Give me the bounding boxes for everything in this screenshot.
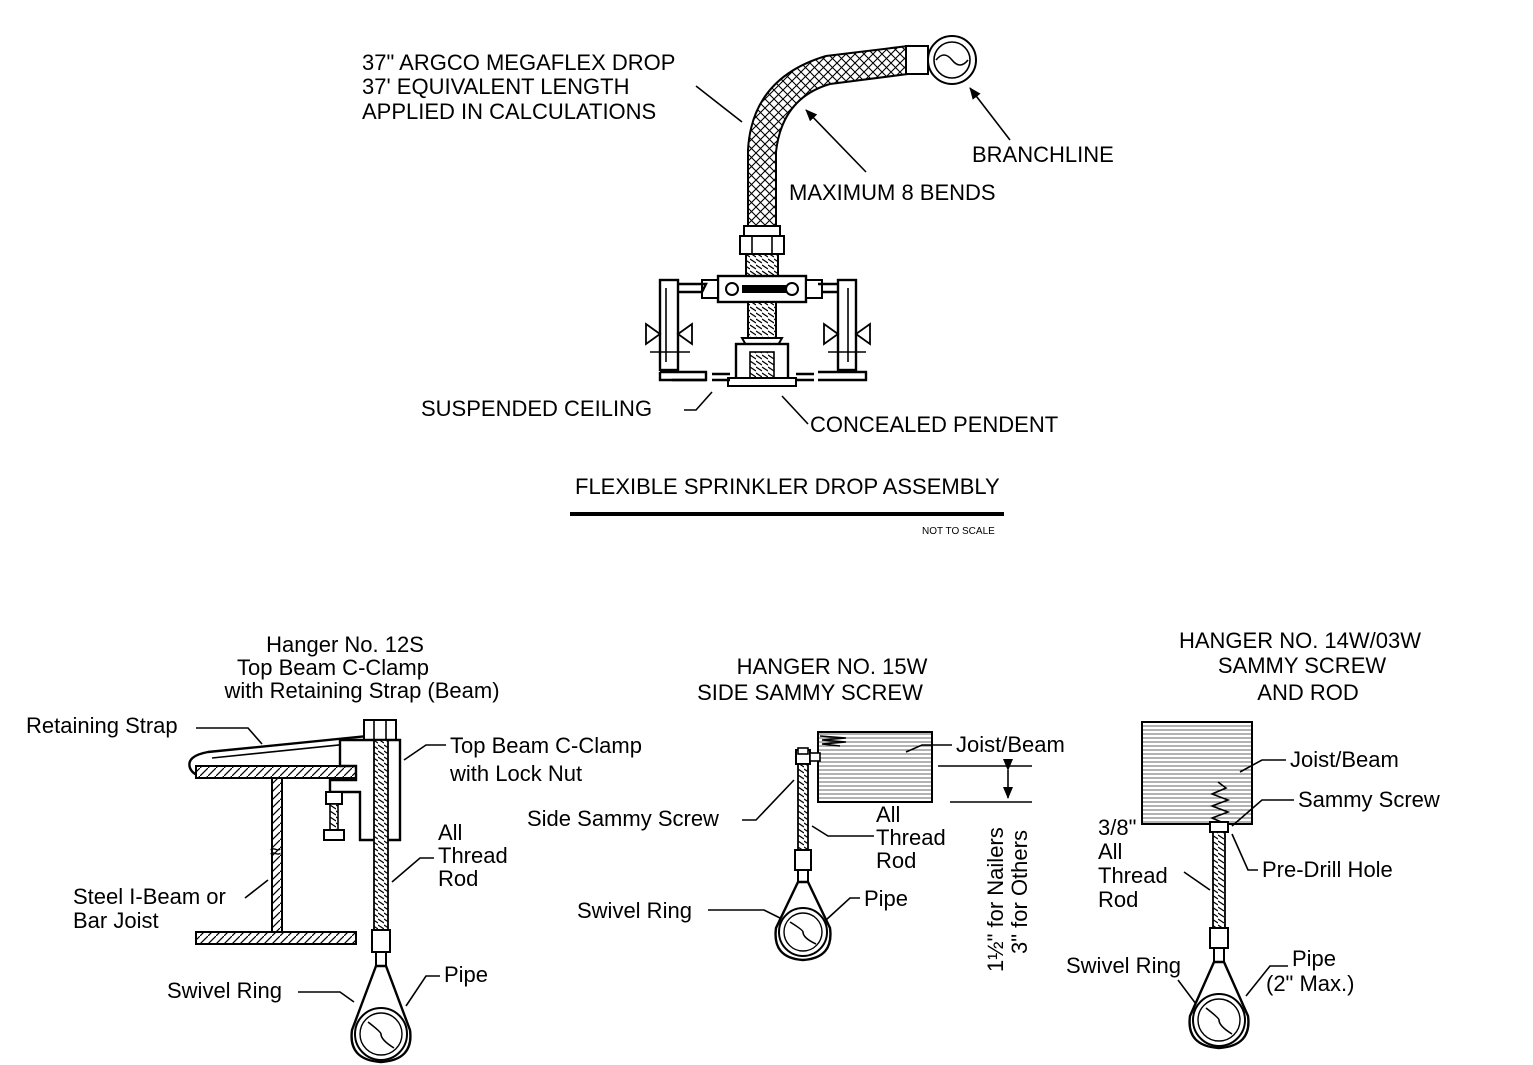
h15w-screw-tip	[819, 735, 847, 747]
h12s-title-1: Hanger No. 12S	[266, 632, 424, 657]
h15w-title-1: HANGER NO. 15W	[737, 654, 928, 679]
h14w-pipe-leader	[1245, 965, 1288, 997]
h12s-rod	[373, 739, 389, 931]
scale-note: NOT TO SCALE	[922, 526, 995, 537]
h12s-rod-leader	[391, 857, 434, 883]
h15w-dim-label-2: 3" for Others	[1007, 830, 1032, 954]
h15w-joist-label: Joist/Beam	[956, 732, 1065, 757]
ceiling-tile-right	[818, 370, 868, 382]
h14w-rod-label-1: 3/8"	[1098, 815, 1136, 840]
flexible-drop-assembly: 37" ARGCO MEGAFLEX DROP 37' EQUIVALENT L…	[362, 35, 1114, 537]
h15w-rod-label-2: Thread	[876, 825, 946, 850]
h14w-hole-leader	[1231, 833, 1258, 871]
concealed-pendent-label: CONCEALED PENDENT	[810, 412, 1058, 437]
h15w-rod	[797, 763, 809, 851]
branchline-label: BRANCHLINE	[972, 142, 1114, 167]
drop-callout-line-3: APPLIED IN CALCULATIONS	[362, 99, 656, 124]
h14w-title-3: AND ROD	[1257, 680, 1358, 705]
h14w-joist-label: Joist/Beam	[1290, 747, 1399, 772]
h14w-rod	[1212, 831, 1226, 929]
bends-leader	[805, 109, 867, 173]
branch-fitting	[905, 45, 929, 75]
h15w-dim-label-1: 1½" for Nailers	[983, 827, 1008, 972]
h15w-rod-label-1: All	[876, 802, 900, 827]
suspended-ceiling-label: SUSPENDED CEILING	[421, 396, 652, 421]
hose-collar	[743, 225, 781, 237]
h14w-screw-thread	[1209, 781, 1231, 825]
h12s-beam-label-2: Bar Joist	[73, 908, 159, 933]
h15w-screw-label: Side Sammy Screw	[527, 806, 719, 831]
h12s-break-mark: ≈	[270, 841, 281, 863]
drop-callout-line-1: 37" ARGCO MEGAFLEX DROP	[362, 50, 675, 75]
h12s-rod-label-3: Rod	[438, 866, 478, 891]
h12s-title-2: Top Beam C-Clamp	[237, 655, 429, 680]
drop-callout-line-2: 37' EQUIVALENT LENGTH	[362, 74, 629, 99]
bracket-slot	[742, 285, 786, 293]
drop-title: FLEXIBLE SPRINKLER DROP ASSEMBLY	[575, 474, 1000, 499]
h12s-clamp-label-2: with Lock Nut	[449, 761, 582, 786]
h12s-pipe-label: Pipe	[444, 962, 488, 987]
drop-callout-leader	[695, 85, 743, 123]
right-ceiling-clip	[836, 278, 858, 372]
branchline-break-mark	[935, 54, 969, 66]
h14w-joist	[1141, 721, 1253, 825]
h15w-swivel-label: Swivel Ring	[577, 898, 692, 923]
drop-nipple	[747, 301, 777, 339]
h15w-swivel-leader	[708, 909, 781, 919]
h12s-beam-leader	[244, 879, 269, 899]
h12s-lock-nut	[363, 719, 397, 741]
h14w-swivel-leader	[1177, 979, 1197, 1005]
h14w-title-2: SAMMY SCREW	[1218, 653, 1387, 678]
h15w-pipe-leader	[825, 897, 860, 921]
h12s-beam-label-1: Steel I-Beam or	[73, 884, 226, 909]
h15w-joist-leader	[905, 744, 952, 753]
pendent-leader	[781, 395, 809, 425]
h12s-swivel-label: Swivel Ring	[167, 978, 282, 1003]
h14w-screw-head	[1209, 821, 1229, 833]
h14w-screw-label: Sammy Screw	[1298, 787, 1440, 812]
h14w-rod-label-4: Rod	[1098, 887, 1138, 912]
h14w-swivel-label: Swivel Ring	[1066, 953, 1181, 978]
h12s-clamp-label-1: Top Beam C-Clamp	[450, 733, 642, 758]
h12s-pipe-leader	[405, 975, 440, 1007]
h15w-rod-label-3: Rod	[876, 848, 916, 873]
h12s-top-flange	[195, 765, 361, 779]
h15w-screw-leader	[742, 779, 795, 821]
hanger-14w: HANGER NO. 14W/03W SAMMY SCREW AND ROD J…	[1066, 628, 1440, 1050]
hanger-12s: Hanger No. 12S Top Beam C-Clamp with Ret…	[26, 632, 642, 1064]
h12s-bottom-flange	[195, 931, 357, 945]
h12s-strap-leader	[196, 727, 263, 745]
h15w-pipe-label: Pipe	[864, 886, 908, 911]
h12s-strap-label: Retaining Strap	[26, 713, 178, 738]
h12s-swivel-leader	[298, 991, 355, 1003]
h15w-title-2: SIDE SAMMY SCREW	[697, 680, 923, 705]
h14w-rod-label-2: All	[1098, 839, 1122, 864]
h14w-pipe-label-1: Pipe	[1292, 946, 1336, 971]
hanger-15w: HANGER NO. 15W SIDE SAMMY SCREW Joist/Be…	[527, 654, 1065, 972]
h14w-rod-leader	[1183, 871, 1211, 891]
h14w-hole-label: Pre-Drill Hole	[1262, 857, 1393, 882]
ceiling-leader	[684, 391, 713, 411]
h12s-rod-label-1: All	[438, 820, 462, 845]
hex-nut	[739, 235, 785, 255]
h15w-joist	[817, 731, 933, 803]
h12s-rod-label-2: Thread	[438, 843, 508, 868]
h14w-pipe-label-2: (2" Max.)	[1266, 971, 1354, 996]
h14w-screw-leader	[1231, 799, 1294, 827]
cover-plate	[727, 377, 797, 387]
left-ceiling-clip	[658, 278, 680, 372]
h14w-joist-leader	[1239, 759, 1286, 773]
max-bends-label: MAXIMUM 8 BENDS	[789, 180, 996, 205]
h14w-rod-label-3: Thread	[1098, 863, 1168, 888]
h14w-title-1: HANGER NO. 14W/03W	[1179, 628, 1421, 653]
h12s-title-3: with Retaining Strap (Beam)	[223, 678, 499, 703]
branchline-pipe-inner	[933, 41, 971, 79]
h12s-c-clamp	[328, 738, 402, 842]
union-fitting	[745, 253, 779, 277]
branchline-leader	[969, 87, 1011, 141]
h12s-clamp-leader	[403, 744, 446, 761]
h15w-rod-leader	[811, 825, 874, 837]
